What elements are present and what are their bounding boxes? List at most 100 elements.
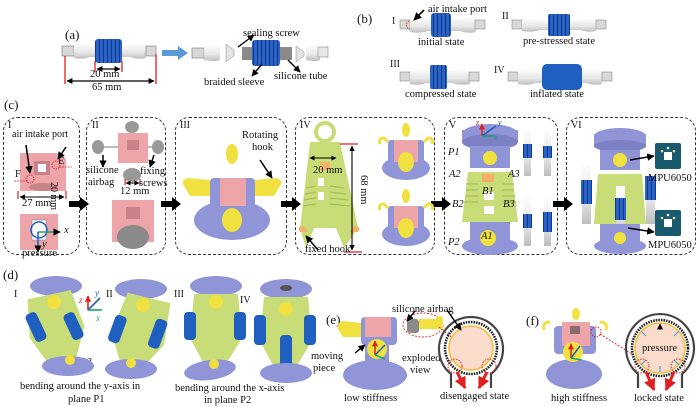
bend-pose-4: [254, 279, 316, 383]
caption-initial-state: initial state: [418, 37, 465, 48]
label-E: E: [58, 156, 65, 167]
dim-12mm: 12 mm: [120, 186, 150, 197]
label-A2: A2: [449, 169, 461, 180]
axis-x-d: x: [96, 313, 100, 323]
actuator-inflated-state: [507, 64, 613, 90]
axis-y-label: y: [42, 239, 47, 250]
step-box-5: [444, 117, 558, 255]
actuator-pair-bottom: [523, 196, 552, 246]
actuator-compressed-state: [399, 65, 480, 89]
state-numeral-3: III: [390, 59, 400, 70]
caption-locked-state: locked state: [634, 393, 684, 404]
caption-bend-y-text: bending around the y-axis in: [20, 381, 141, 392]
callout-screws: screws: [139, 178, 168, 189]
step-box-3: [175, 117, 287, 255]
axis-y-d: y: [95, 288, 99, 298]
label-A3: A3: [508, 169, 520, 180]
caption-bend-y-line1: bending around the y-axis in: [20, 381, 141, 393]
panel-c-label: (c): [4, 97, 19, 112]
mpu6050-chip-icon: [655, 210, 681, 236]
step-arrow-icon: [553, 197, 573, 211]
callout-fixing: fixing: [140, 166, 166, 177]
rotating-joint-assembly: [182, 144, 282, 240]
actuator-pair-top: [523, 130, 552, 176]
caption-high-stiffness: high stiffness: [551, 393, 608, 404]
caption-low-stiffness: low stiffness: [344, 393, 398, 404]
actuator-exploded: [191, 34, 329, 77]
label-B2: B2: [452, 199, 464, 210]
pink-block-section: [20, 214, 61, 253]
state-numeral-4: IV: [494, 65, 505, 76]
step-box-4: [295, 117, 435, 255]
joint-module-top: [378, 123, 434, 180]
panel-e-label: (e): [326, 312, 341, 327]
callout-silicone: silicone: [86, 165, 119, 176]
pose-numeral-3: III: [174, 289, 184, 300]
step-arrow-icon: [69, 197, 89, 211]
dim-20mm-frame: 20 mm: [313, 165, 343, 176]
panel-b-label: (b): [357, 11, 373, 26]
label-A1: A1: [481, 231, 493, 242]
callout-air-intake-port-c: air intake port: [12, 129, 69, 140]
robot-joint-assembly: [462, 123, 518, 255]
high-stiffness-joint: [542, 308, 633, 389]
actuator-prestressed-state: [511, 14, 607, 36]
dim-65mm: 65 mm: [92, 82, 122, 93]
label-pressure-f: pressure: [642, 343, 677, 354]
callout-sealing-screw: sealing screw: [243, 28, 300, 39]
callout-hook: hook: [252, 142, 273, 153]
label-F: F: [15, 169, 21, 180]
step-numeral-5: V: [449, 120, 457, 131]
callout-silicone-airbag-e: silicone airbag: [392, 304, 454, 315]
actuator-initial-state: [399, 9, 486, 37]
step-box-2: [86, 117, 166, 255]
mpu6050-label-top: MPU6050: [648, 173, 692, 184]
step-numeral-1: I: [8, 120, 12, 131]
state-numeral-1: I: [392, 16, 396, 27]
callout-airbag: airbag: [88, 177, 115, 188]
hook-frame: [298, 121, 362, 253]
mpu6050-chip-icon: [655, 143, 681, 169]
block-with-airbags: [92, 121, 164, 249]
panel-f-label: (f): [526, 313, 539, 328]
bend-pose-1: [25, 276, 94, 376]
locked-cross-section: [624, 313, 696, 392]
pose-numeral-1: I: [14, 289, 18, 300]
label-B3: B3: [503, 199, 515, 210]
dim-20mm: 20 mm: [90, 69, 120, 80]
step-box-1: [3, 117, 80, 255]
label-P2-c: P2: [448, 237, 460, 248]
caption-prestressed-state: pre-stressed state: [523, 36, 596, 47]
panel-a-label: (a): [65, 27, 80, 42]
step-numeral-2: II: [92, 120, 99, 131]
caption-compressed-state: compressed state: [405, 89, 477, 100]
axis-x-label: x: [64, 225, 69, 236]
step-arrow-icon: [431, 197, 451, 211]
axis-y-c: y: [498, 118, 502, 127]
callout-exploded: exploded: [402, 353, 441, 364]
caption-inflated-state: inflated state: [530, 89, 584, 100]
axis-triad-icon: [84, 295, 102, 311]
actuator-assembled: [61, 39, 157, 84]
label-B1: B1: [482, 186, 494, 197]
caption-bend-y-line2: plane P1: [68, 394, 105, 405]
pose-numeral-4: IV: [240, 295, 251, 306]
step-arrow-icon: [161, 197, 181, 211]
state-numeral-2: II: [502, 11, 509, 22]
low-stiffness-joint: [337, 310, 460, 390]
callout-rotating: Rotating: [242, 130, 279, 141]
caption-bend-x-line2: in plane P2: [204, 395, 252, 406]
callout-braided-sleeve: braided sleeve: [204, 77, 265, 88]
step-numeral-3: III: [180, 120, 190, 131]
callout-piece: piece: [313, 363, 336, 374]
step-arrow-icon: [281, 197, 301, 211]
panel-d-label: (d): [3, 267, 19, 282]
dim-27mm: 27 mm: [22, 198, 52, 209]
caption-bend-x-line1: bending around the x-axis: [175, 383, 285, 394]
callout-view: view: [410, 365, 431, 376]
step-numeral-4: IV: [300, 120, 311, 131]
callout-pressure: pressure: [22, 248, 57, 259]
axis-z-d: z: [79, 295, 83, 305]
axis-x-c: x: [494, 133, 498, 142]
callout-silicone-tube: silicone tube: [274, 71, 328, 82]
